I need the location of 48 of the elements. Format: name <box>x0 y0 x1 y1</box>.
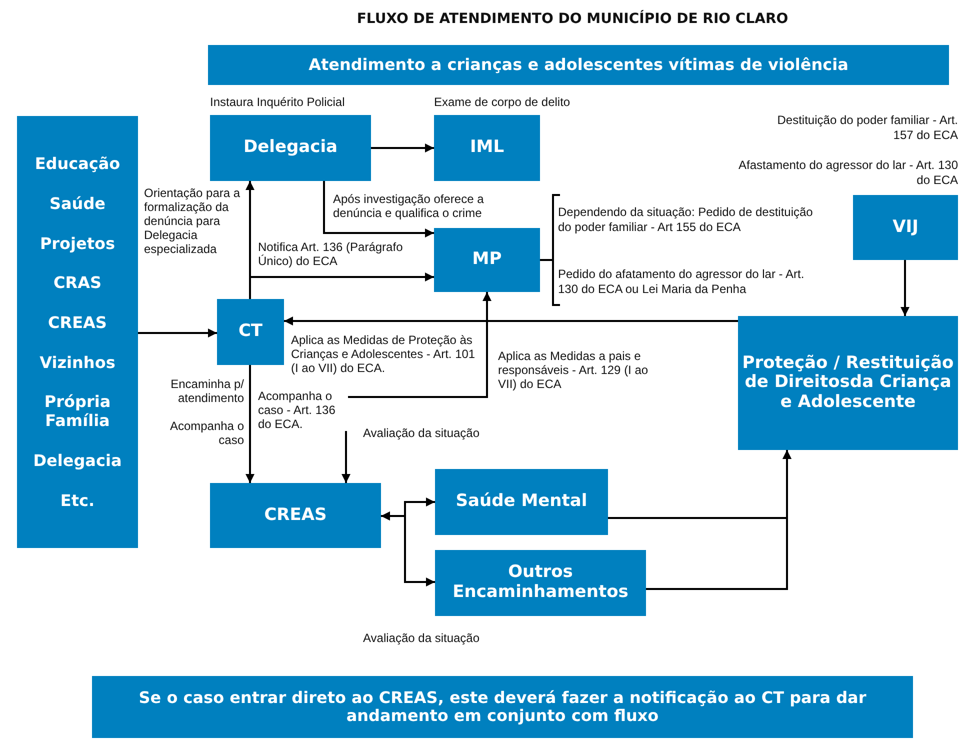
arrow <box>249 272 434 299</box>
box-label: CT <box>238 322 263 342</box>
arrow <box>323 181 434 238</box>
arrow <box>342 292 492 483</box>
source-panel <box>17 116 138 548</box>
banner-text: Atendimento a crianças e adolescentes vítimas de violência <box>308 56 848 74</box>
diagram-title: FLUXO DE ATENDIMENTO DO MUNICÍPIO DE RIO CLARO <box>356 11 790 27</box>
note-text: Dependendo da situação: Pedido de destituição do poder familiar - Art 155 do ECA <box>558 205 814 235</box>
process-box <box>435 550 646 616</box>
source-item: CREAS <box>48 312 107 332</box>
box-label: MP <box>472 250 502 270</box>
banner <box>208 45 949 85</box>
connector-line <box>540 259 553 261</box>
box-label: Proteção / Restituição de Direitosda Criança e Adolescente <box>741 354 955 412</box>
source-item: Educação <box>34 154 120 174</box>
source-item: Delegacia <box>33 450 122 470</box>
process-box <box>434 228 540 292</box>
banner <box>92 676 913 738</box>
arrow <box>284 316 738 326</box>
box-label: VIJ <box>892 218 918 238</box>
source-item: Própria Família <box>43 392 112 430</box>
box-label: CREAS <box>264 506 327 526</box>
annotation: Exame de corpo de delito <box>434 95 570 110</box>
box-label: Saúde Mental <box>456 492 588 512</box>
banner-text: Se o caso entrar direto ao CREAS, este deverá fazer a notificação ao CT para dar andamento em conjunto com fluxo <box>138 688 868 726</box>
process-box <box>435 469 608 535</box>
arrow <box>646 450 792 590</box>
process-box <box>738 316 958 450</box>
process-box <box>217 299 284 365</box>
arrow <box>138 328 217 338</box>
arrow <box>900 260 910 316</box>
annotation: Destituição do poder familiar - Art. 157 do ECA <box>776 113 958 143</box>
arrow <box>381 512 435 586</box>
box-label: Delegacia <box>243 138 338 158</box>
source-item: CRAS <box>54 273 102 292</box>
annotation: Instaura Inquérito Policial <box>210 95 345 110</box>
source-item: Projetos <box>40 234 116 253</box>
arrow <box>371 144 434 152</box>
source-item: Etc. <box>60 490 95 510</box>
note-text: Acompanha o caso - Art. 136 do ECA. <box>258 389 348 431</box>
source-item: Saúde <box>49 194 106 213</box>
note-text: Pedido do afatamento do agressor do lar - Art. 130 do ECA ou Lei Maria da Penha <box>558 267 806 297</box>
arrow <box>246 365 254 483</box>
process-box <box>210 483 381 548</box>
annotation: Afastamento do agressor do lar - Art. 130 do ECA <box>738 158 958 188</box>
box-label: IML <box>470 138 504 158</box>
box-label: Outros Encaminhamentos <box>452 563 630 603</box>
source-item: Vizinhos <box>40 352 116 372</box>
